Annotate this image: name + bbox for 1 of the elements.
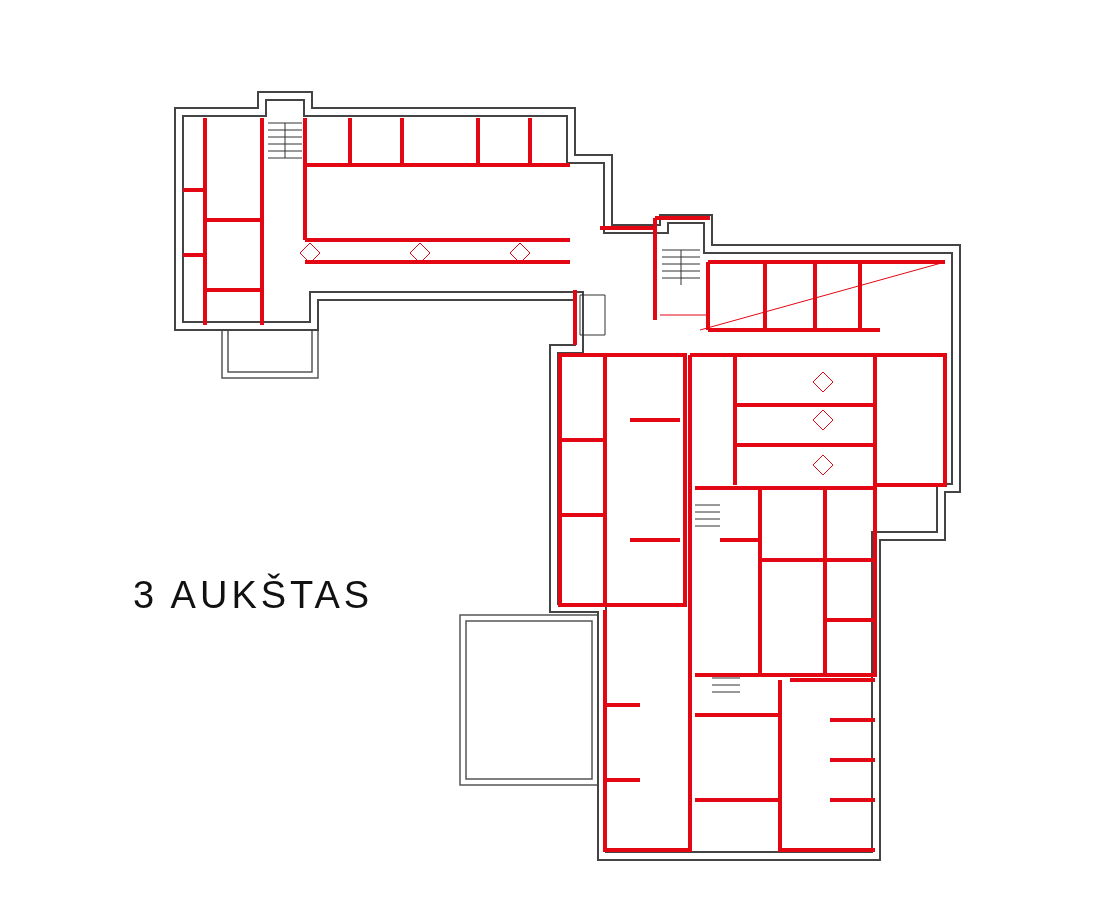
floor-label: 3 AUKŠTAS [133, 574, 374, 617]
